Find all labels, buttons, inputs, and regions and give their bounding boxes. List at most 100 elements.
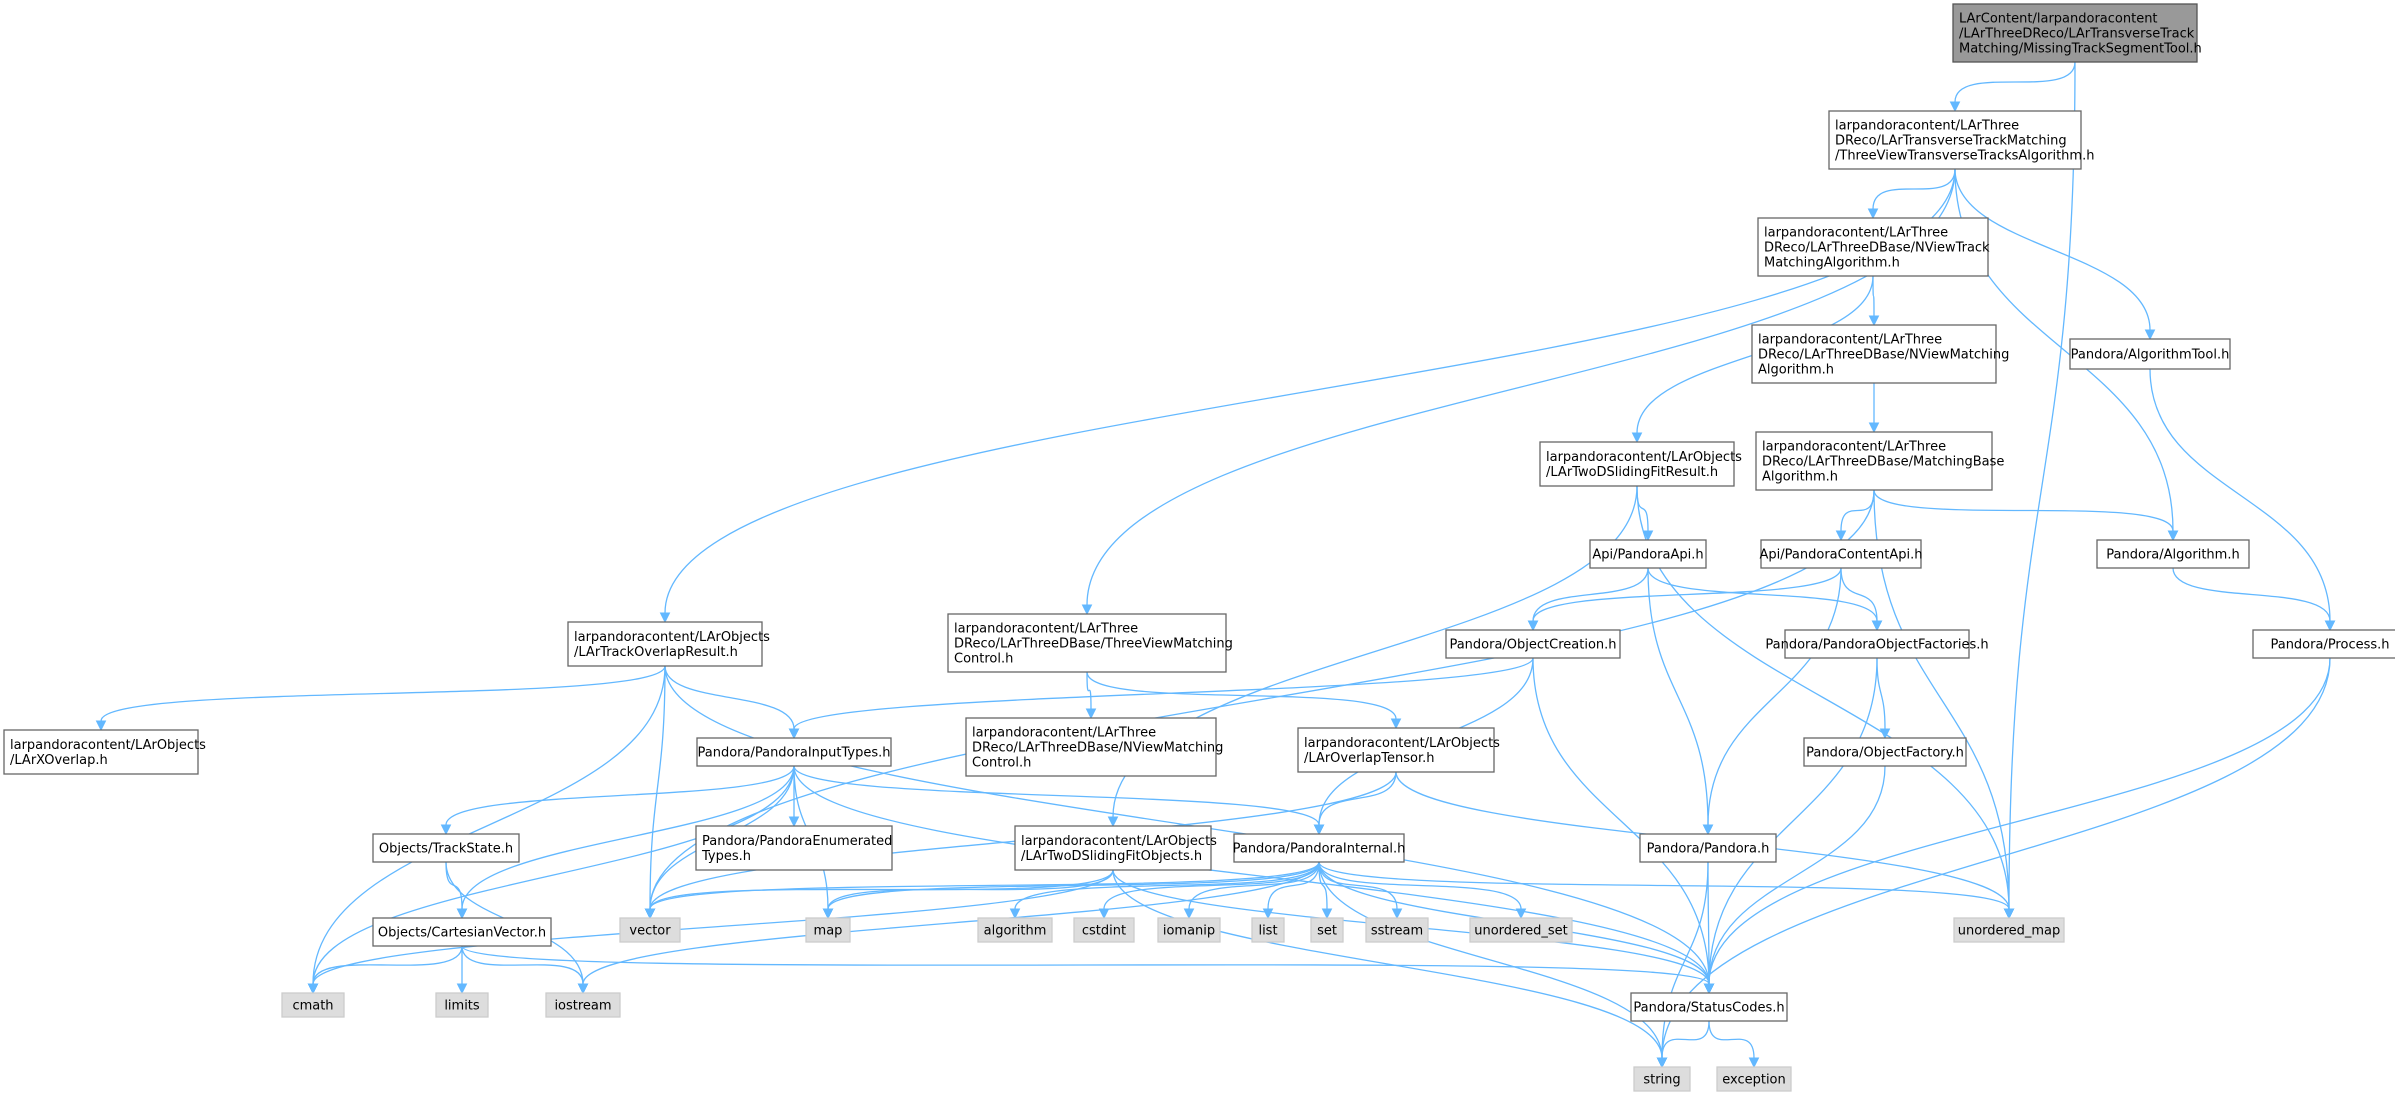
edge-tor-to-vector (644, 665, 666, 920)
node-exception: exception (1716, 1066, 1792, 1092)
node-label: Pandora/Pandora.h (1647, 842, 1770, 857)
node-label: larpandoracontent/LArObjects (10, 738, 206, 753)
node-nvma[interactable]: larpandoracontent/LArThreeDReco/LArThree… (1751, 324, 2009, 384)
node-api[interactable]: Api/PandoraApi.h (1589, 539, 1707, 569)
node-label: larpandoracontent/LArThree (954, 622, 1138, 637)
node-label: larpandoracontent/LArObjects (574, 630, 770, 645)
node-alg[interactable]: Pandora/Algorithm.h (2096, 539, 2250, 569)
node-vector: vector (619, 917, 681, 943)
node-cstdint: cstdint (1073, 917, 1135, 943)
edge-pi-to-vector (644, 861, 1320, 920)
node-label: map (814, 924, 843, 939)
node-label: Objects/TrackState.h (379, 842, 513, 857)
node-oc[interactable]: Pandora/ObjectCreation.h (1445, 629, 1621, 659)
node-umap: unordered_map (1953, 917, 2065, 943)
edge-pi-to-iomanip (1183, 861, 1320, 920)
node-string: string (1633, 1066, 1691, 1092)
node-xo[interactable]: larpandoracontent/LArObjects/LArXOverlap… (3, 729, 206, 775)
node-ts[interactable]: Objects/TrackState.h (372, 833, 520, 863)
node-nvmc[interactable]: larpandoracontent/LArThreeDReco/LArThree… (965, 717, 1223, 777)
node-label: DReco/LArThreeDBase/NViewMatching (972, 741, 1223, 756)
node-label: /LArTrackOverlapResult.h (574, 645, 738, 660)
edge-nvma-to-mba (1868, 383, 1880, 434)
node-label: exception (1722, 1073, 1786, 1088)
edge-pit-to-ts (440, 765, 795, 836)
node-proc[interactable]: Pandora/Process.h (2252, 629, 2395, 659)
edge-root-to-tvtta (1949, 61, 2076, 113)
node-tor[interactable]: larpandoracontent/LArObjects/LArTrackOve… (567, 621, 770, 667)
edge-sc-to-string (1656, 1020, 1710, 1069)
edge-algtool-to-proc (2149, 368, 2336, 632)
node-ot[interactable]: larpandoracontent/LArObjects/LArOverlapT… (1297, 727, 1500, 773)
edge-cv-to-cmath (307, 945, 463, 995)
node-root[interactable]: LArContent/larpandoracontent/LArThreeDRe… (1952, 3, 2202, 63)
node-label: Pandora/Process.h (2270, 638, 2389, 653)
node-pof[interactable]: Pandora/PandoraObjectFactories.h (1765, 629, 1989, 659)
edge-pi-to-uset (1318, 861, 1527, 920)
node-nvtma[interactable]: larpandoracontent/LArThreeDReco/LArThree… (1757, 217, 1990, 277)
edge-pi-to-string (1318, 861, 1668, 1069)
edge-mba-to-alg (1873, 489, 2179, 542)
node-sc[interactable]: Pandora/StatusCodes.h (1630, 992, 1788, 1022)
node-label: Api/PandoraApi.h (1592, 548, 1703, 563)
edge-capi-to-pof (1840, 567, 1883, 632)
node-algtool[interactable]: Pandora/AlgorithmTool.h (2069, 338, 2231, 370)
node-label: larpandoracontent/LArThree (1762, 440, 1946, 455)
node-tvmc[interactable]: larpandoracontent/LArThreeDReco/LArThree… (947, 613, 1233, 673)
node-iostream: iostream (545, 992, 621, 1018)
node-label: Pandora/Algorithm.h (2106, 548, 2239, 563)
edge-alg-to-proc (2172, 567, 2336, 632)
node-of[interactable]: Pandora/ObjectFactory.h (1803, 737, 1967, 767)
edge-ts-to-cv (445, 861, 468, 920)
edge-nvtma-to-nvma (1868, 275, 1880, 327)
node-label: Api/PandoraContentApi.h (1760, 548, 1923, 563)
node-label: LArContent/larpandoracontent (1959, 12, 2158, 27)
node-label: DReco/LArTransverseTrackMatching (1835, 134, 2067, 149)
edge-pi-to-sstream (1318, 861, 1403, 920)
node-pandora[interactable]: Pandora/Pandora.h (1639, 833, 1777, 863)
node-mba[interactable]: larpandoracontent/LArThreeDReco/LArThree… (1755, 431, 2004, 491)
node-label: Types.h (701, 849, 751, 864)
node-label: vector (629, 924, 671, 939)
node-pit[interactable]: Pandora/PandoraInputTypes.h (696, 737, 892, 767)
node-layer: LArContent/larpandoracontent/LArThreeDRe… (3, 3, 2395, 1092)
edge-tor-to-xo (95, 665, 666, 732)
edge-tvmc-to-ot (1086, 671, 1402, 730)
node-cv[interactable]: Objects/CartesianVector.h (372, 917, 552, 947)
node-tvtta[interactable]: larpandoracontent/LArThreeDReco/LArTrans… (1828, 110, 2094, 170)
node-label: DReco/LArThreeDBase/MatchingBase (1762, 455, 2004, 470)
edge-pi-to-umap (1318, 861, 2015, 920)
node-label: string (1643, 1073, 1680, 1088)
node-label: cstdint (1082, 924, 1126, 939)
node-label: Control.h (972, 756, 1031, 771)
node-label: Algorithm.h (1758, 363, 1834, 378)
node-cmath: cmath (281, 992, 345, 1018)
node-label: Control.h (954, 652, 1013, 667)
edge-api-to-oc (1527, 567, 1649, 632)
node-iomanip: iomanip (1157, 917, 1221, 943)
edge-pi-to-list (1262, 861, 1320, 920)
node-label: Pandora/ObjectCreation.h (1449, 638, 1616, 653)
node-label: /LArTwoDSlidingFitObjects.h (1021, 849, 1202, 864)
node-label: larpandoracontent/LArThree (1764, 226, 1948, 241)
edge-tvmc-to-nvmc (1085, 671, 1097, 720)
node-capi[interactable]: Api/PandoraContentApi.h (1760, 539, 1923, 569)
edge-sc-to-exception (1708, 1020, 1760, 1069)
node-label: Algorithm.h (1762, 470, 1838, 485)
node-tdsfr[interactable]: larpandoracontent/LArObjects/LArTwoDSlid… (1539, 441, 1742, 487)
node-set: set (1310, 917, 1344, 943)
node-tdsfo[interactable]: larpandoracontent/LArObjects/LArTwoDSlid… (1014, 825, 1217, 871)
node-label: larpandoracontent/LArThree (1758, 333, 1942, 348)
node-uset: unordered_set (1469, 917, 1573, 943)
node-label: Pandora/PandoraObjectFactories.h (1765, 638, 1988, 653)
edge-proc-to-sc (1703, 657, 2331, 995)
edge-pi-to-algorithm (1009, 861, 1320, 920)
node-label: unordered_map (1958, 924, 2061, 939)
node-label: /LArThreeDReco/LArTransverseTrack (1959, 27, 2195, 42)
node-label: /LArOverlapTensor.h (1304, 751, 1434, 766)
node-label: Pandora/ObjectFactory.h (1806, 746, 1964, 761)
node-label: algorithm (984, 924, 1047, 939)
node-pi[interactable]: Pandora/PandoraInternal.h (1233, 833, 1406, 863)
node-label: /ThreeViewTransverseTracksAlgorithm.h (1835, 149, 2094, 164)
